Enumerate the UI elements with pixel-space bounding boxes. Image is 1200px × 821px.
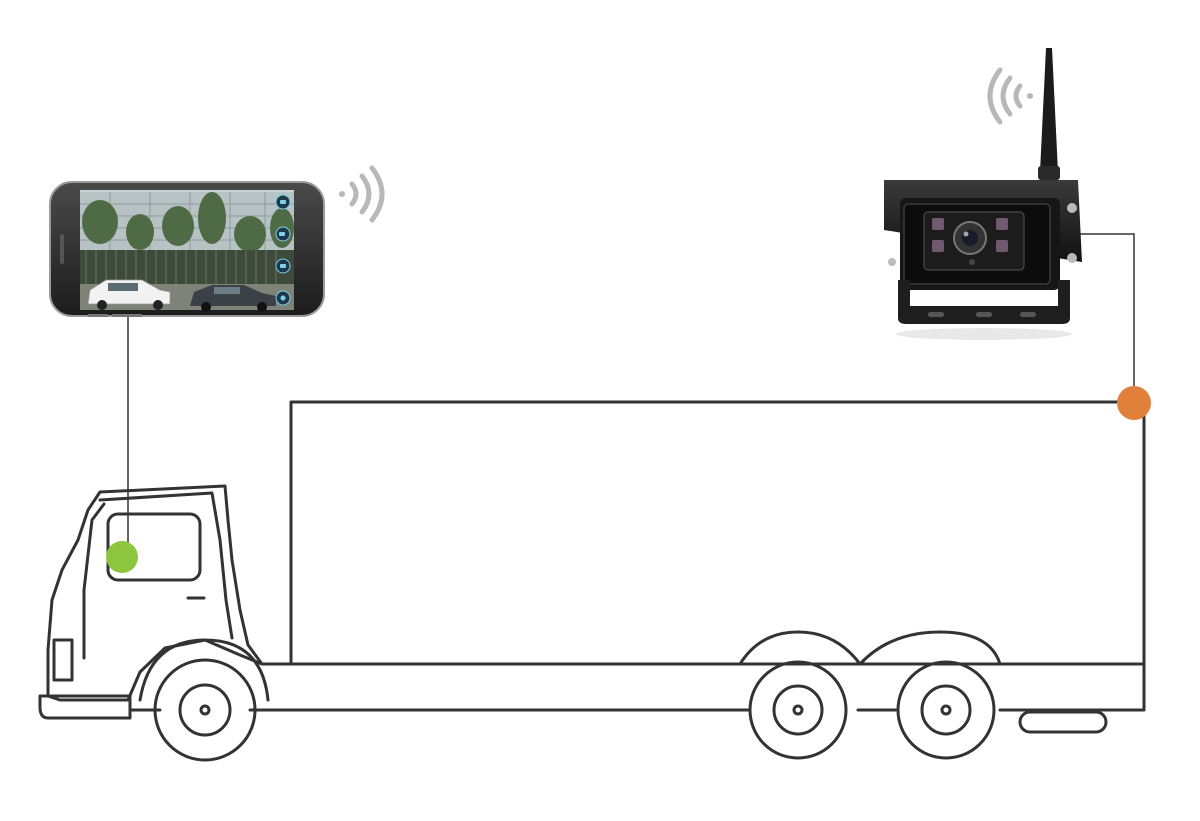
rear-marker xyxy=(1117,386,1151,420)
cargo-box xyxy=(289,400,1146,666)
cab-window xyxy=(106,512,202,582)
ir-led xyxy=(932,218,944,230)
smartphone-icon xyxy=(49,181,325,317)
rear-wheel-arch xyxy=(738,630,1002,666)
front-wheel-hub xyxy=(199,704,211,716)
headlight xyxy=(52,638,74,682)
wireless-camera-icon xyxy=(884,48,1082,340)
rear-wheel-1-rim xyxy=(772,684,824,736)
rear-wheel-1-hub xyxy=(792,704,804,716)
rear-wheel-2 xyxy=(896,660,996,760)
front-wheel xyxy=(153,658,257,762)
ir-led xyxy=(932,240,944,252)
camera-signal-icon xyxy=(987,67,1033,125)
phone-screen xyxy=(80,190,294,312)
ir-led xyxy=(996,240,1008,252)
connection-lines xyxy=(127,233,1135,556)
cab-marker xyxy=(106,541,138,573)
phone-speaker xyxy=(60,234,64,264)
phone-side-button xyxy=(88,314,108,317)
camera-antenna xyxy=(1040,48,1058,172)
phone-side-button-2 xyxy=(112,314,142,317)
front-wheel-rim xyxy=(178,683,232,737)
cab-body xyxy=(46,484,292,702)
cab-inner-line xyxy=(98,491,234,640)
rear-wheel-2-rim xyxy=(920,684,972,736)
cab-door xyxy=(82,502,106,660)
camera-link-line xyxy=(1080,233,1135,402)
ir-led xyxy=(996,218,1008,230)
rear-step xyxy=(1018,710,1108,734)
front-wheel-arch xyxy=(138,638,270,702)
rear-wheel-2-hub xyxy=(940,704,952,716)
rear-wheel-1 xyxy=(748,660,848,760)
chassis xyxy=(128,662,1146,712)
front-bumper xyxy=(38,694,132,720)
phone-signal-icon xyxy=(339,165,385,223)
truck-outline-icon xyxy=(38,400,1146,762)
